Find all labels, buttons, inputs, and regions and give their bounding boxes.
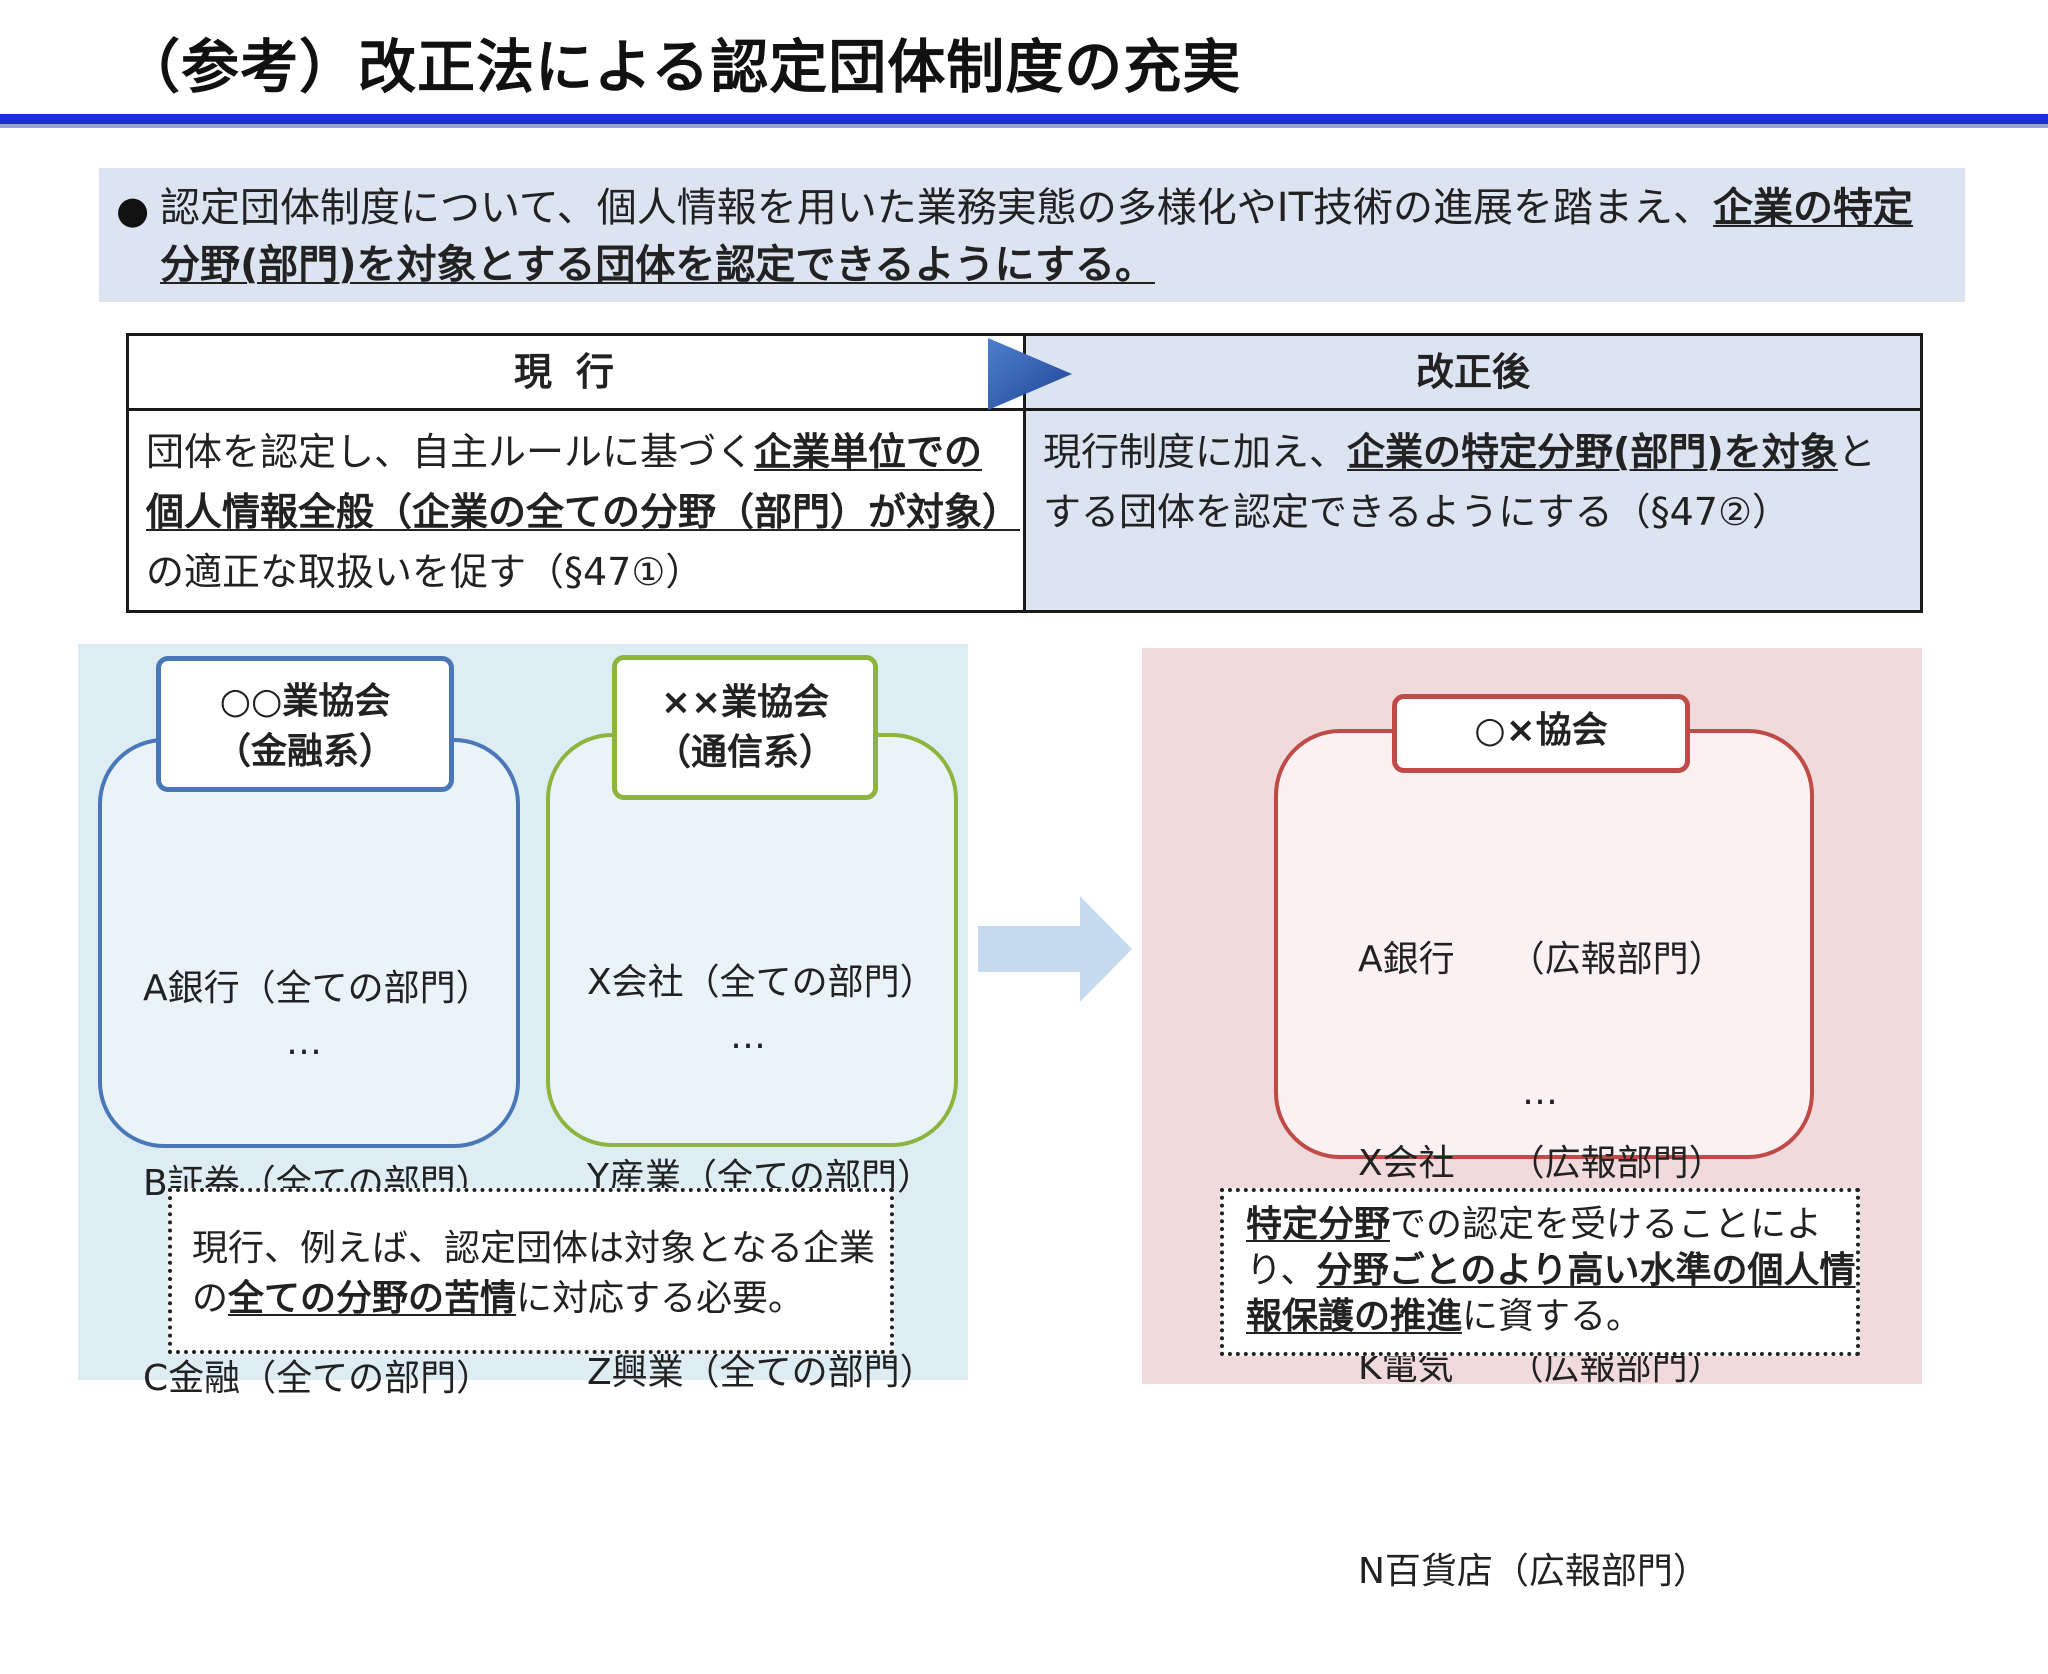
right-arrow-icon (978, 896, 1132, 1002)
header-arrow-icon (988, 338, 1072, 410)
telecom-association-label: ××業協会 （通信系） (612, 655, 878, 800)
telecom-association-group (546, 733, 958, 1147)
finance-ellipsis: … (286, 1022, 322, 1063)
revised-ellipsis: … (1522, 1072, 1558, 1113)
revised-header: 改正後 (1023, 333, 1923, 411)
list-item: C金融（全ての部門） (143, 1358, 493, 1399)
summary-text: 認定団体制度について、個人情報を用いた業務実態の多様化やIT技術の進展を踏まえ、… (160, 180, 1950, 294)
page-title: （参考）改正法による認定団体制度の充実 (122, 33, 1242, 101)
current-header: 現行 (126, 333, 1023, 411)
title-rule-shadow (0, 124, 2048, 128)
current-note-emphasis: 全ての分野の苦情 (228, 1278, 517, 1319)
current-description: 団体を認定し、自主ルールに基づく企業単位での個人情報全般（企業の全ての分野（部門… (146, 430, 1021, 594)
finance-association-label: ○○業協会 （金融系） (156, 656, 454, 792)
revised-description: 現行制度に加え、企業の特定分野(部門)を対象とする団体を認定できるようにする（§… (1043, 430, 1876, 534)
list-item: X会社（全ての部門） (587, 962, 936, 1003)
finance-member-list: A銀行（全ての部門） B証券（全ての部門） C金融（全ての部門） (143, 826, 492, 1476)
title-rule (0, 114, 2048, 124)
list-item: A銀行 （広報部門） (1358, 939, 1725, 980)
current-note: 現行、例えば、認定団体は対象となる企業の全ての分野の苦情に対応する必要。 (168, 1188, 894, 1354)
bullet-icon: ● (116, 188, 150, 232)
summary-emphasis: 企業の特定分野(部門)を対象とする団体を認定できるようにする。 (160, 185, 1914, 288)
current-emphasis: 企業単位での個人情報全般（企業の全ての分野（部門）が対象） (146, 430, 1021, 534)
revised-note-emphasis-2: 分野ごとのより高い水準の個人情報保護の推進 (1246, 1250, 1856, 1337)
summary-plain: 認定団体制度について、個人情報を用いた業務実態の多様化やIT技術の進展を踏まえ、 (160, 185, 1714, 231)
revised-note: 特定分野での認定を受けることにより、分野ごとのより高い水準の個人情報保護の推進に… (1220, 1188, 1860, 1356)
revised-emphasis: 企業の特定分野(部門)を対象 (1347, 430, 1838, 474)
list-item: A銀行（全ての部門） (143, 968, 492, 1009)
telecom-ellipsis: … (730, 1016, 766, 1057)
revised-note-emphasis-1: 特定分野 (1246, 1204, 1391, 1245)
summary-box (99, 168, 1965, 302)
list-item: Z興業（全ての部門） (587, 1352, 936, 1393)
revised-association-group (1274, 729, 1814, 1159)
current-cell (126, 408, 1026, 613)
list-item: X会社 （広報部門） (1358, 1143, 1725, 1184)
list-item: N百貨店（広報部門） (1358, 1551, 1709, 1592)
finance-association-group (98, 738, 520, 1148)
telecom-member-list: X会社（全ての部門） Y産業（全ての部門） Z興業（全ての部門） (587, 820, 936, 1470)
revised-association-label: ○×協会 (1392, 694, 1690, 773)
revised-cell (1023, 408, 1923, 613)
